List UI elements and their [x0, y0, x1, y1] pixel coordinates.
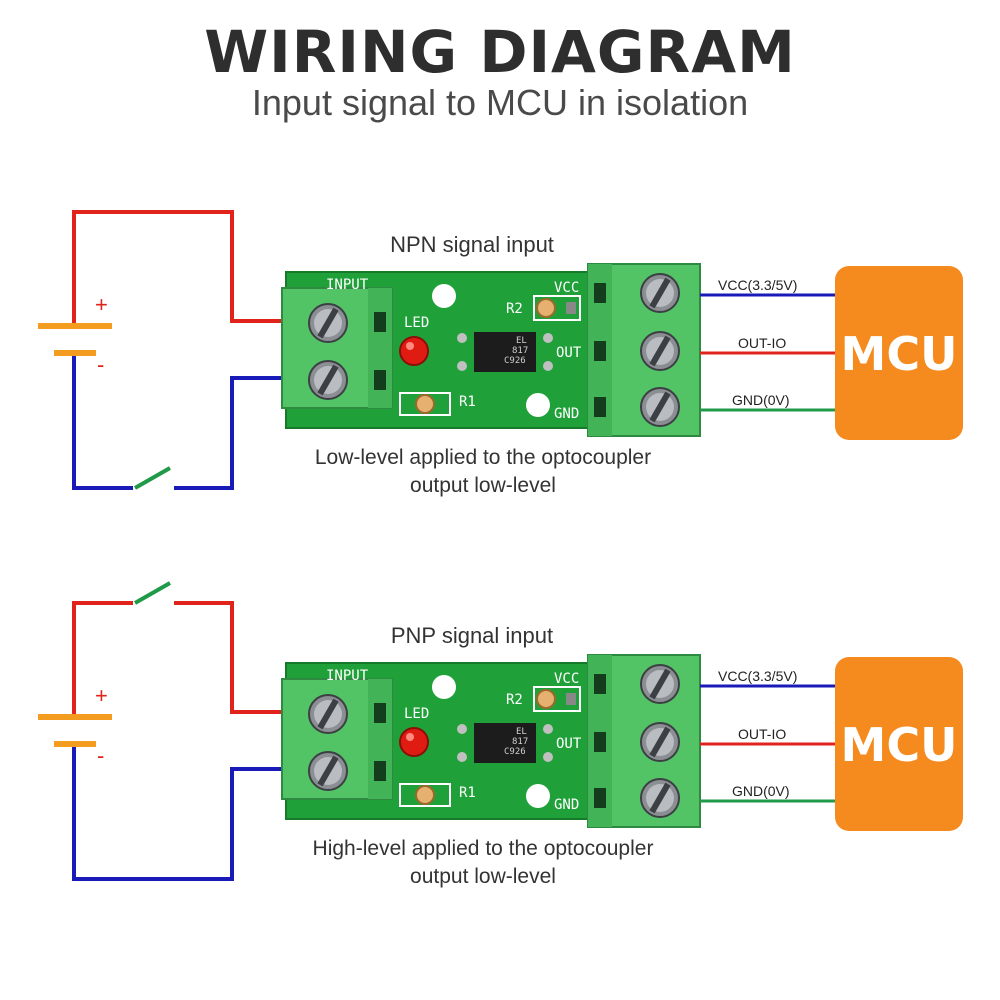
npn-out-wire-label: OUT-IO: [738, 335, 786, 351]
npn-optocoupler: [474, 332, 536, 372]
npn-mcu-box: [835, 266, 963, 440]
pnp-battery-minus: -: [97, 743, 104, 768]
pnp-vcc-wire-label: VCC(3.3/5V): [718, 668, 797, 684]
pnp-input-screw-bottom: [308, 751, 348, 791]
npn-section: + - NPN signal input: [38, 210, 963, 497]
pnp-section-title: PNP signal input: [391, 623, 553, 648]
pnp-led-label: LED: [404, 706, 429, 722]
pnp-section: + - PNP signal input E: [38, 581, 963, 888]
pnp-output-screw-vcc: [640, 664, 680, 704]
pnp-red-wire-input: [174, 601, 286, 714]
npn-output-screw-out: [640, 331, 680, 371]
npn-vcc-label: VCC: [554, 280, 579, 296]
pnp-out-wire-label: OUT-IO: [738, 726, 786, 742]
pnp-chip-line1: EL: [516, 727, 527, 737]
npn-vcc-wire-label: VCC(3.3/5V): [718, 277, 797, 293]
pnp-r2: [536, 689, 556, 709]
pnp-mcu-label: MCU: [841, 718, 958, 772]
pnp-output-screw-out: [640, 722, 680, 762]
npn-r2: [536, 298, 556, 318]
npn-gnd-label: GND: [554, 406, 579, 422]
npn-r2-label: R2: [506, 301, 523, 317]
npn-red-wire: [72, 210, 286, 325]
pnp-led: [399, 727, 429, 757]
pnp-r1-label: R1: [459, 785, 476, 801]
pnp-out-label: OUT: [556, 736, 582, 752]
npn-battery: [38, 323, 112, 356]
page-title: WIRING DIAGRAM: [204, 18, 796, 86]
npn-caption-line1: Low-level applied to the optocoupler: [315, 446, 651, 469]
pnp-switch: [134, 581, 171, 605]
npn-input-label: INPUT: [326, 277, 369, 293]
npn-gnd-wire-label: GND(0V): [732, 392, 790, 408]
npn-output-screw-vcc: [640, 273, 680, 313]
npn-blue-wire-battery: [72, 355, 133, 490]
npn-switch: [134, 466, 171, 490]
page-subtitle: Input signal to MCU in isolation: [251, 82, 749, 123]
npn-chip-line1: EL: [516, 336, 527, 346]
npn-caption-line2: output low-level: [410, 474, 556, 497]
pnp-caption-line1: High-level applied to the optocoupler: [313, 837, 654, 860]
pnp-caption-line2: output low-level: [410, 865, 556, 888]
pnp-gnd-wire-label: GND(0V): [732, 783, 790, 799]
npn-output-screw-gnd: [640, 387, 680, 427]
pnp-r2-label: R2: [506, 692, 523, 708]
npn-chip-line3: C926: [504, 356, 526, 366]
pnp-mcu-box: [835, 657, 963, 831]
npn-input-screw-top: [308, 303, 348, 343]
pnp-input-label: INPUT: [326, 668, 369, 684]
pnp-battery: [38, 714, 112, 747]
pnp-blue-wire: [72, 746, 286, 881]
pnp-chip-line2: 817: [512, 737, 528, 747]
pnp-optocoupler: [474, 723, 536, 763]
npn-section-title: NPN signal input: [390, 232, 554, 257]
npn-out-label: OUT: [556, 345, 582, 361]
npn-mcu-label: MCU: [841, 327, 958, 381]
npn-battery-plus: +: [95, 292, 108, 317]
pnp-output-screw-gnd: [640, 778, 680, 818]
pnp-battery-plus: +: [95, 683, 108, 708]
pnp-red-wire-battery: [72, 601, 133, 716]
npn-battery-minus: -: [97, 352, 104, 377]
pnp-gnd-label: GND: [554, 797, 579, 813]
pnp-input-screw-top: [308, 694, 348, 734]
npn-pcb-board: EL 817 C926: [281, 263, 701, 437]
npn-led: [399, 336, 429, 366]
npn-blue-wire-input: [174, 376, 286, 490]
pnp-r1: [415, 785, 435, 805]
npn-r1: [415, 394, 435, 414]
pnp-vcc-label: VCC: [554, 671, 579, 687]
pnp-pcb-board: EL 817 C926: [281, 654, 701, 828]
pnp-chip-line3: C926: [504, 747, 526, 757]
npn-input-screw-bottom: [308, 360, 348, 400]
npn-led-label: LED: [404, 315, 429, 331]
npn-r1-label: R1: [459, 394, 476, 410]
npn-chip-line2: 817: [512, 346, 528, 356]
